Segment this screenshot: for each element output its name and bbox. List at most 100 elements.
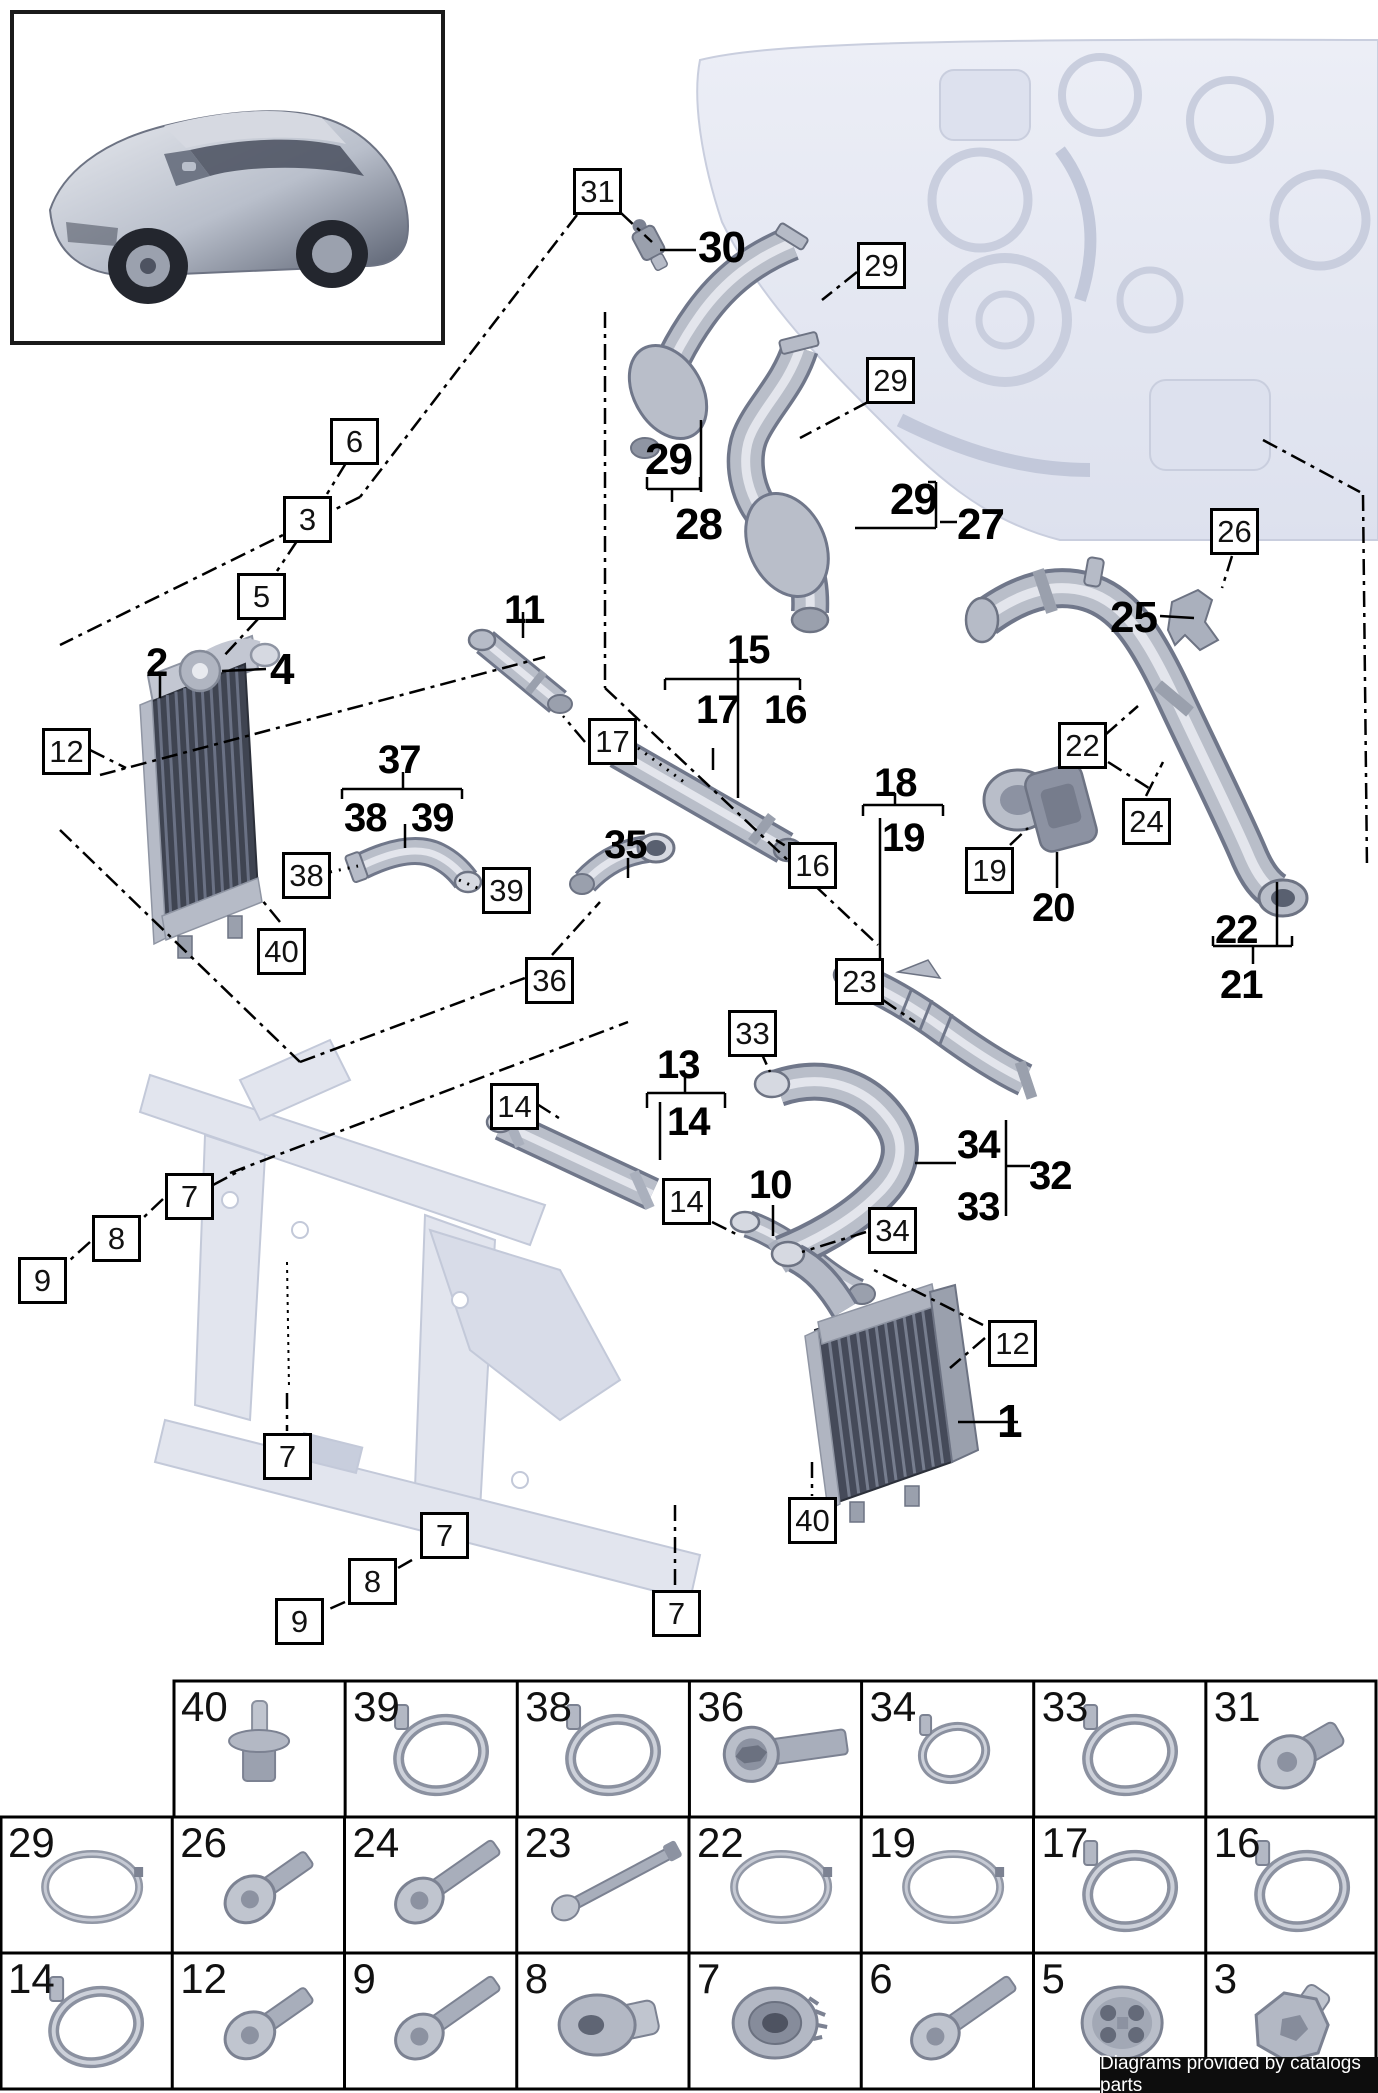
leader-line [637, 746, 689, 787]
callout-box-31: 31 [573, 168, 622, 215]
table-cell-number: 16 [1213, 1819, 1261, 1866]
table-cell-number: 31 [1213, 1683, 1261, 1730]
callout-box-16: 16 [788, 842, 837, 889]
table-cell-number: 33 [1041, 1683, 1089, 1730]
part-37-elbow [344, 837, 483, 894]
part-20-actuator [982, 763, 1098, 853]
part-number-32: 32 [1029, 1154, 1072, 1198]
part-number-38: 38 [344, 796, 387, 840]
callout-box-26: 26 [1210, 508, 1259, 555]
callout-box-38: 38 [282, 852, 331, 899]
engine-assembly-ghost [696, 38, 1378, 541]
car-front-hub [140, 258, 156, 274]
leader-line [1144, 761, 1165, 797]
part-number-30: 30 [698, 223, 746, 272]
car-roof [164, 111, 346, 148]
table-cell-part-17: 17 [1034, 1817, 1206, 1953]
part-number-15: 15 [727, 628, 770, 672]
callout-box-22: 22 [1058, 722, 1107, 769]
part-number-27: 27 [957, 500, 1005, 549]
table-cell-part-34: 34 [862, 1681, 1034, 1817]
callout-box-9: 9 [18, 1257, 67, 1304]
callout-box-14: 14 [662, 1178, 711, 1225]
car-mirror [182, 162, 196, 171]
callout-box-14: 14 [490, 1083, 539, 1130]
part-30-sensor [631, 219, 668, 271]
callout-box-6: 6 [330, 418, 379, 465]
part-27-pipe [726, 331, 830, 634]
part-number-29: 29 [890, 475, 938, 524]
leader-line [536, 1102, 563, 1122]
table-cell-number: 38 [525, 1683, 572, 1730]
part-number-10: 10 [749, 1163, 792, 1207]
leader-line [1361, 494, 1369, 869]
callout-box-33: 33 [728, 1010, 777, 1057]
leader-line [869, 1266, 984, 1327]
vehicle-inset [10, 10, 445, 345]
table-cell-number: 19 [869, 1819, 916, 1866]
table-cell-number: 3 [1213, 1955, 1238, 2002]
table-cell-part-6: 6 [861, 1953, 1033, 2089]
table-cell-number: 39 [353, 1683, 400, 1730]
table-cell-number: 34 [869, 1683, 917, 1730]
leader-line [275, 540, 299, 572]
part-number-16: 16 [764, 688, 807, 732]
part-number-2: 2 [146, 641, 168, 685]
table-cell-number: 29 [8, 1819, 55, 1866]
table-cell-part-26: 26 [172, 1817, 344, 1953]
leader-line [821, 271, 858, 301]
table-cell-number: 6 [869, 1955, 893, 2002]
leader-line [458, 878, 483, 892]
part-number-35: 35 [604, 823, 647, 867]
callout-box-7: 7 [420, 1512, 469, 1559]
leader-line [551, 901, 601, 956]
part-number-39: 39 [411, 796, 454, 840]
leader-line [397, 1558, 413, 1570]
table-cell-part-16: 16 [1206, 1817, 1378, 1953]
callout-box-40: 40 [257, 928, 306, 975]
table-cell-part-38: 38 [517, 1681, 689, 1817]
leader-line [562, 715, 586, 743]
table-cell-number: 26 [180, 1819, 227, 1866]
callout-box-12: 12 [988, 1320, 1037, 1367]
leader-line [1009, 827, 1029, 846]
table-cell-number: 9 [352, 1955, 376, 2002]
leader-line [329, 864, 359, 874]
table-cell-number: 12 [180, 1955, 227, 2002]
leader-line [212, 1166, 246, 1187]
part-25-bracket [1166, 588, 1220, 652]
part-number-20: 20 [1032, 886, 1075, 930]
table-cell-number: 7 [697, 1955, 721, 2002]
table-cell-number: 14 [8, 1955, 55, 2002]
callout-box-3: 3 [283, 496, 332, 543]
part-number-25: 25 [1110, 593, 1158, 642]
callout-box-29: 29 [857, 242, 906, 289]
leader-line [1220, 555, 1234, 589]
leader-line [69, 1241, 91, 1261]
leader-line [221, 618, 259, 659]
table-cell-number: 22 [697, 1819, 744, 1866]
table-cell-part-33: 33 [1034, 1681, 1206, 1817]
vehicle-render [48, 110, 409, 304]
table-cell-part-39: 39 [345, 1681, 517, 1817]
table-cell-number: 23 [524, 1819, 572, 1866]
table-cell-part-19: 19 [861, 1817, 1033, 1953]
callout-box-7: 7 [263, 1433, 312, 1480]
callout-box-5: 5 [237, 573, 286, 620]
table-cell-number: 5 [1041, 1955, 1065, 2002]
leader-line [882, 998, 916, 1024]
car-rear-rim [312, 235, 352, 273]
callout-box-17: 17 [588, 718, 637, 765]
table-cell-part-12: 12 [172, 1953, 344, 2089]
table-cell-part-9: 9 [345, 1953, 517, 2089]
part-number-28: 28 [675, 500, 723, 549]
leader-line [799, 400, 869, 440]
car-grille [66, 222, 118, 246]
part-4-washer [178, 649, 222, 693]
part-number-21: 21 [1220, 963, 1263, 1007]
leader-line [801, 1230, 867, 1254]
leader-line [142, 1198, 164, 1219]
part-number-17: 17 [696, 688, 739, 732]
table-cell-part-8: 8 [517, 1953, 689, 2089]
